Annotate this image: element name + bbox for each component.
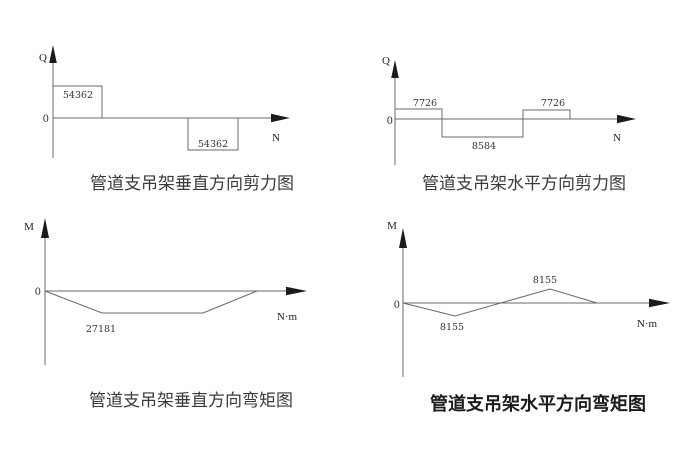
diagram-caption: 管道支吊架水平方向弯矩图 (430, 393, 646, 414)
positive-peak-value-label: 8155 (533, 275, 557, 286)
diagram-caption: 管道支吊架水平方向剪力图 (422, 174, 626, 193)
moment-profile (44, 290, 258, 314)
m-axis-arrowhead (399, 228, 407, 248)
vertical-shear-diagram: Q 0 54362 54362 N 管道支吊架垂直方向剪力图 (39, 45, 294, 193)
negative-peak-value-label: 8155 (440, 322, 464, 333)
x-axis-label: N (613, 132, 621, 144)
diagram-caption: 管道支吊架垂直方向弯矩图 (89, 391, 293, 410)
n-axis-arrowhead (649, 298, 670, 308)
positive-value-label: 54362 (63, 90, 93, 101)
y-axis-label: Q (39, 52, 47, 64)
origin-label: 0 (43, 114, 49, 125)
vertical-moment-diagram: M 0 27181 N·m 管道支吊架垂直方向弯矩图 (24, 218, 307, 410)
horizontal-moment-diagram: M 0 8155 8155 N·m 管道支吊架水平方向弯矩图 (387, 220, 670, 414)
origin-label: 0 (387, 116, 393, 127)
n-axis-arrowhead (271, 113, 290, 123)
y-axis-label: Q (382, 55, 390, 67)
q-axis-arrowhead (49, 45, 57, 63)
right-positive-value-label: 7726 (541, 98, 565, 109)
shear-step-profile (394, 108, 571, 138)
origin-label: 0 (35, 287, 41, 298)
n-axis-arrowhead (617, 114, 636, 124)
diagram-caption: 管道支吊架垂直方向剪力图 (90, 174, 294, 193)
negative-shear-block (187, 117, 239, 151)
y-axis-label: M (24, 221, 34, 233)
positive-shear-block (52, 85, 103, 119)
x-axis-label: N·m (637, 318, 658, 330)
y-axis-label: M (387, 220, 397, 232)
horizontal-shear-diagram: Q 0 7726 8584 7726 N 管道支吊架水平方向剪力图 (382, 55, 636, 193)
n-axis-arrowhead (286, 286, 307, 296)
left-positive-value-label: 7726 (413, 98, 437, 109)
q-axis-arrowhead (391, 60, 399, 78)
origin-label: 0 (394, 300, 400, 311)
x-axis-label: N·m (277, 311, 298, 323)
moment-profile (402, 288, 598, 317)
x-axis-label: N (272, 132, 280, 144)
max-moment-value-label: 27181 (86, 324, 116, 335)
middle-negative-value-label: 8584 (472, 141, 496, 152)
negative-value-label: 54362 (198, 139, 228, 150)
m-axis-arrowhead (41, 218, 49, 238)
